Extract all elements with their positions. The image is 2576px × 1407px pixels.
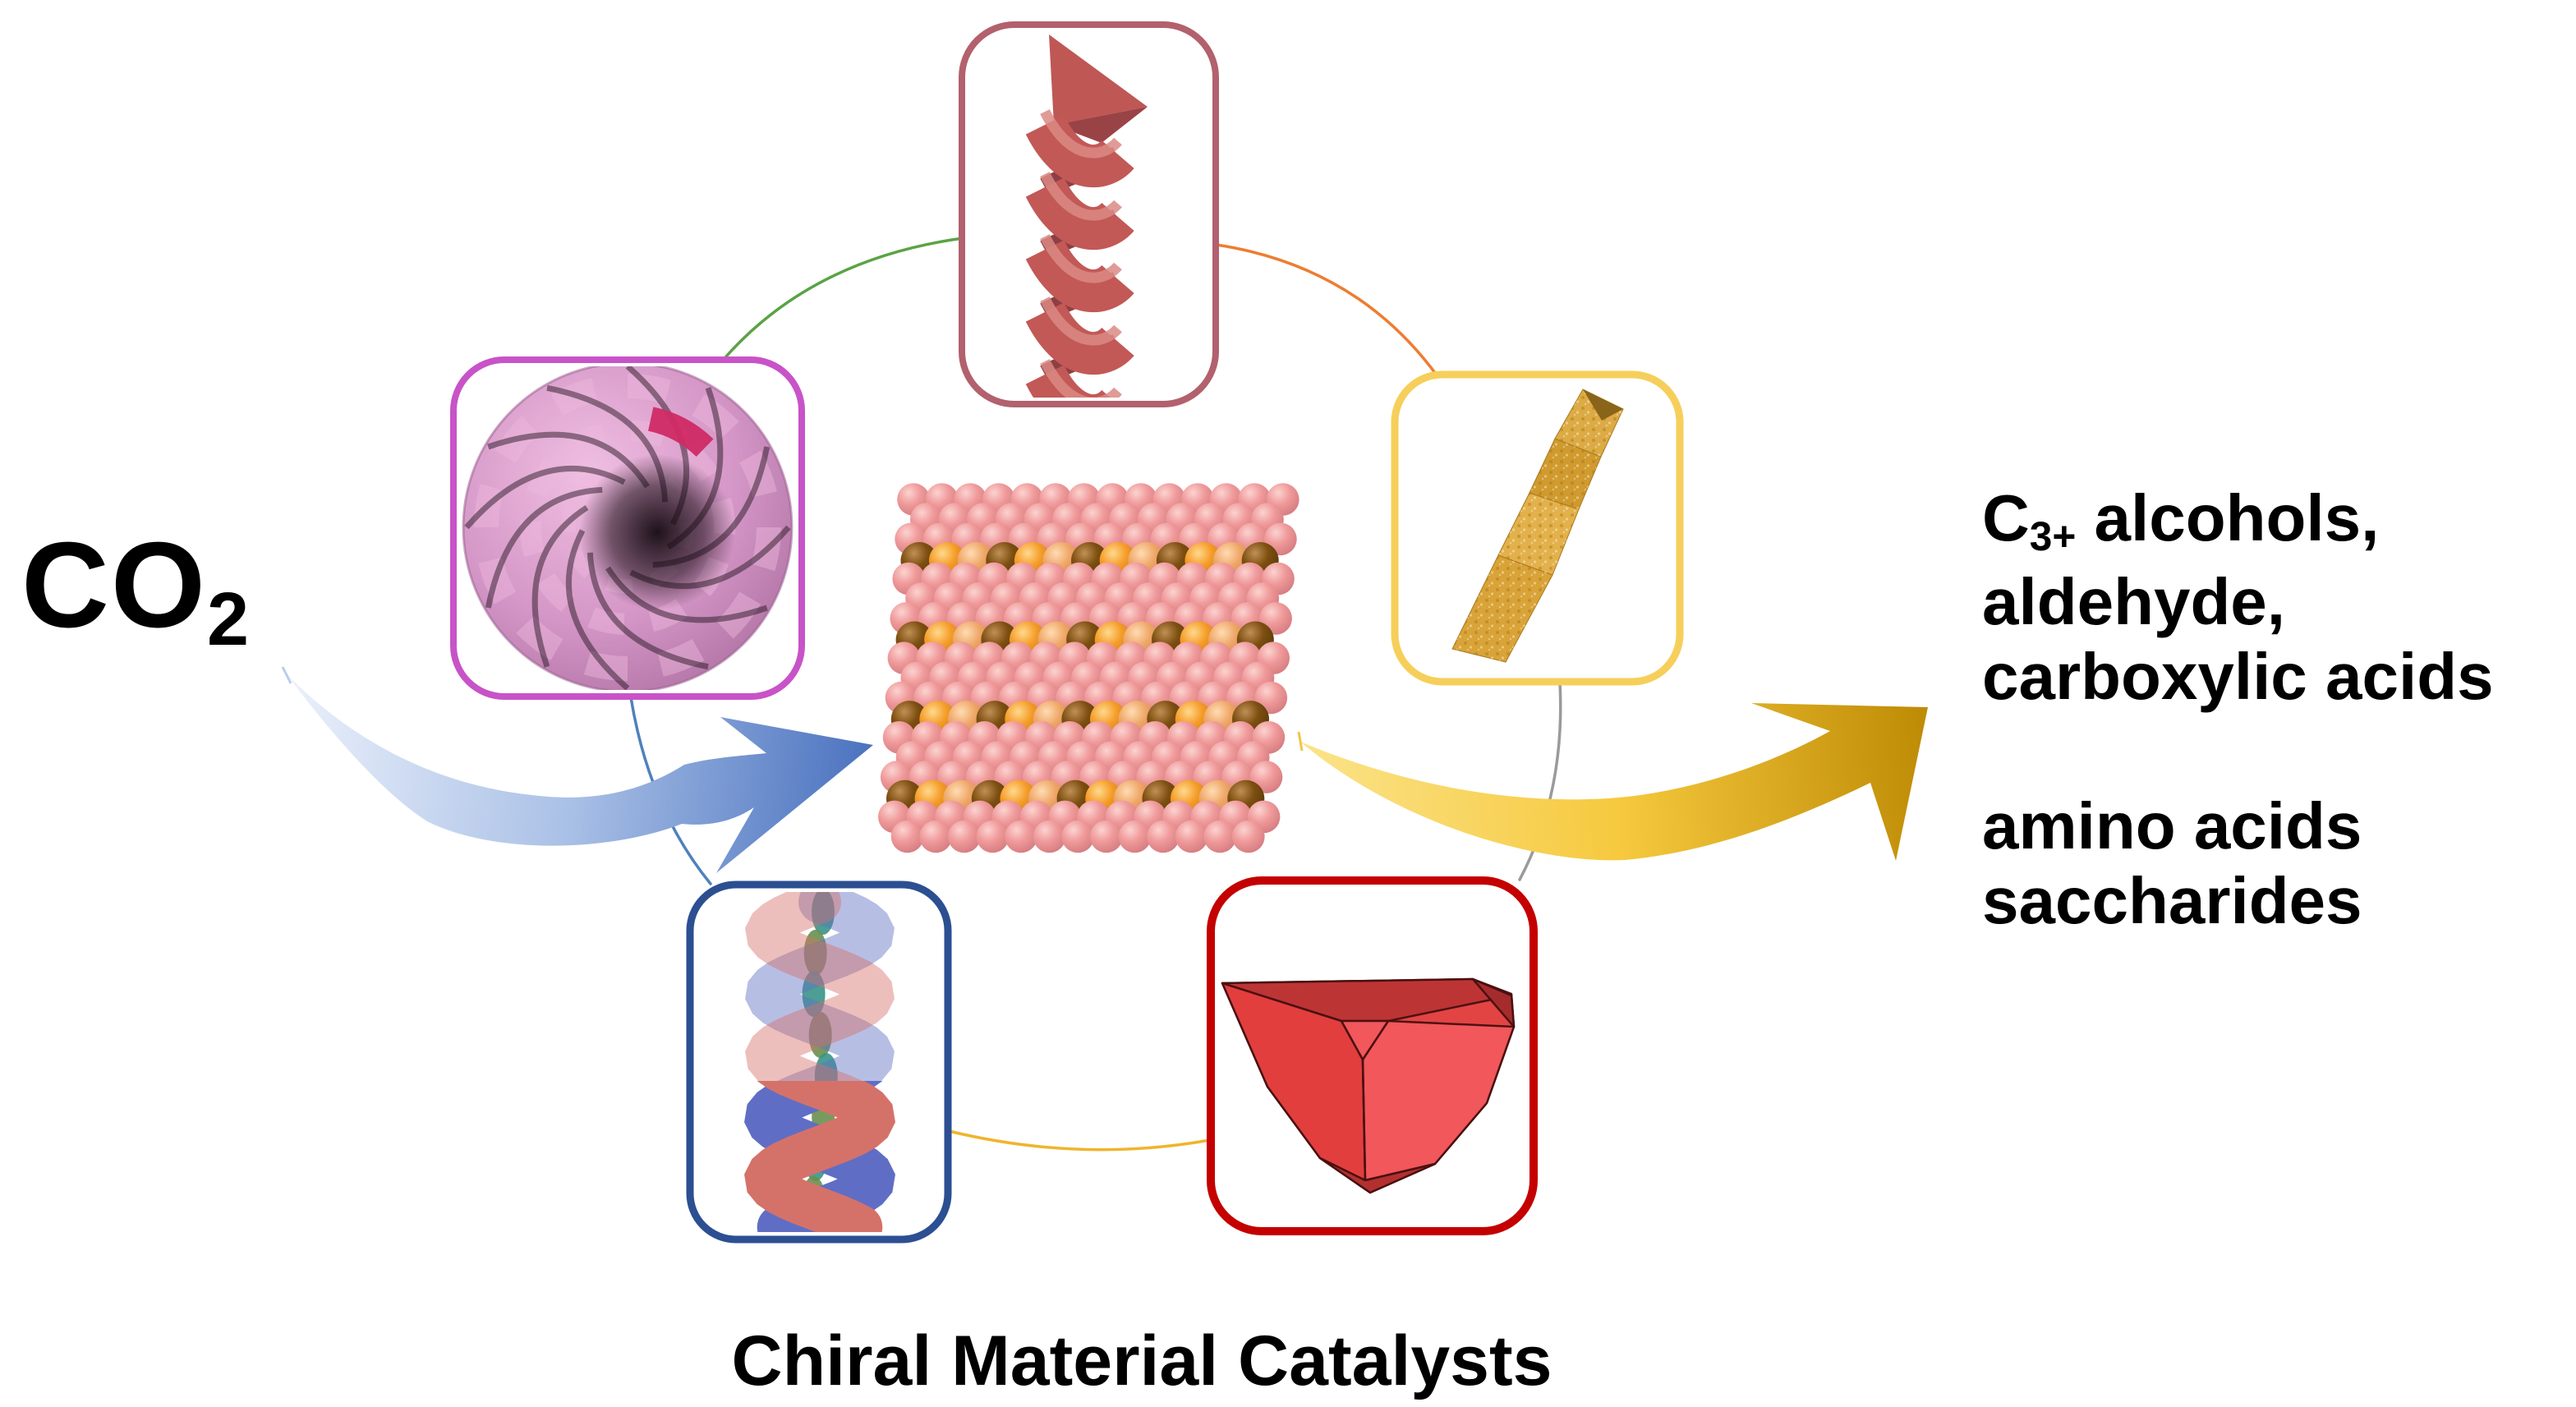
product-line-1-pre: C [1982,481,2030,554]
ribbon-front-turn [1025,364,1134,398]
co2-label: CO2 [21,516,251,661]
helical-ribbon-image [1025,34,1148,398]
catalyst-box-twisted-gold-nanowire [1391,370,1684,686]
catalyst-surface-lattice [878,483,1300,853]
pink-atom [1175,820,1208,853]
product-line-3: carboxylic acids [1982,640,2494,713]
helix-core-bead [803,930,827,976]
flower-spiral-groove [464,465,626,530]
helix-core-bead [802,971,826,1017]
products-list: C3+ alcohols, aldehyde, carboxylic acids… [1982,480,2494,938]
co2-main: CO [21,517,207,653]
pink-atom [948,820,981,853]
poly-edge [1361,1059,1367,1181]
co2-input-arrow [281,666,873,873]
spiral-nanoflower-image [462,366,794,690]
flower-petal [520,520,545,557]
co2-input-arrow-tail-tick [281,666,292,684]
product-line-2: aldehyde, [1982,565,2286,638]
gold-segment-texture [1452,555,1552,662]
double-helix-fiber-image [744,892,895,1232]
ribbon-front-turn [1025,177,1134,251]
products-output-arrow-tail-tick [1297,731,1304,752]
catalyst-box-chiral-polyhedron [1207,876,1538,1235]
pink-atom [1061,820,1094,853]
flower-rim [462,366,794,690]
flower-spiral-groove [485,486,603,609]
diagram-title: Chiral Material Catalysts [731,1322,1552,1400]
ribbon-front-turn [1025,114,1134,188]
catalyst-box-helical-ribbon [959,21,1219,407]
flower-crimson-petal [647,407,714,458]
red-strand-solid [744,1081,895,1232]
product-line-5: saccharides [1982,864,2362,937]
ribbon-front-turn [1025,239,1134,313]
poly-right-sliver [1471,977,1516,1028]
ribbon-front-highlight [1040,359,1122,398]
pink-atom [1090,820,1123,853]
twisted-gold-nanowire-image [1451,389,1624,663]
gold-top-cap [1583,389,1623,421]
ribbon-front-highlight [1040,172,1122,221]
ribbon-to-gold-connector [1215,243,1439,378]
pink-atom [890,820,924,853]
poly-bottom-face [1318,1156,1437,1194]
ribbon-flag-shadow [1054,107,1148,143]
ribbon-flag [1049,34,1148,125]
helix-solid-lower-part [744,1081,895,1232]
product-line-1-subscript: 3+ [2029,513,2077,559]
chiral-polyhedron-image [1221,977,1516,1194]
flower-to-ribbon-connector [719,237,964,365]
poly-center-facet [1340,1019,1390,1061]
pink-atom [976,820,1010,853]
flower-spiral-groove [531,504,589,668]
pink-atom [1147,820,1180,853]
helix-core-bead [808,1012,832,1058]
pink-atom [1232,820,1265,853]
product-line-1-post: alcohols, [2076,481,2380,554]
catalyst-box-spiral-nanoflower [450,356,805,700]
pink-atom [1005,820,1037,853]
flower-petal [526,458,562,499]
catalyst-box-double-helix-fiber [686,881,952,1244]
product-line-4: amino acids [1982,789,2362,862]
pink-atom [1033,820,1066,853]
ribbon-front-highlight [1040,234,1122,283]
flower-spiral-groove [565,529,630,690]
blue-strand-solid [744,1081,895,1232]
product-line-1: C3+ alcohols, [1982,480,2494,564]
ribbon-front-highlight [1040,297,1122,346]
pink-atom [1118,820,1152,853]
products-gap [1982,714,2494,789]
ribbon-front-highlight [1040,109,1122,159]
products-output-arrow-body [1300,703,1928,861]
helix-core-bead [812,892,835,935]
pink-atom [1203,820,1236,853]
products-output-arrow [1297,703,1928,861]
co2-subscript: 2 [207,577,251,662]
polyhedron-to-dna-connector [947,1129,1212,1152]
gold-segment-texture [1530,439,1601,509]
ribbon-front-turn [1025,301,1134,375]
pink-atom [919,820,952,853]
co2-input-arrow-body [288,675,873,873]
flower-center-cavity [579,454,735,610]
gold-segment-texture [1498,493,1579,575]
gold-to-polyhedron-connector [1518,681,1562,881]
flower-petal [536,572,575,613]
